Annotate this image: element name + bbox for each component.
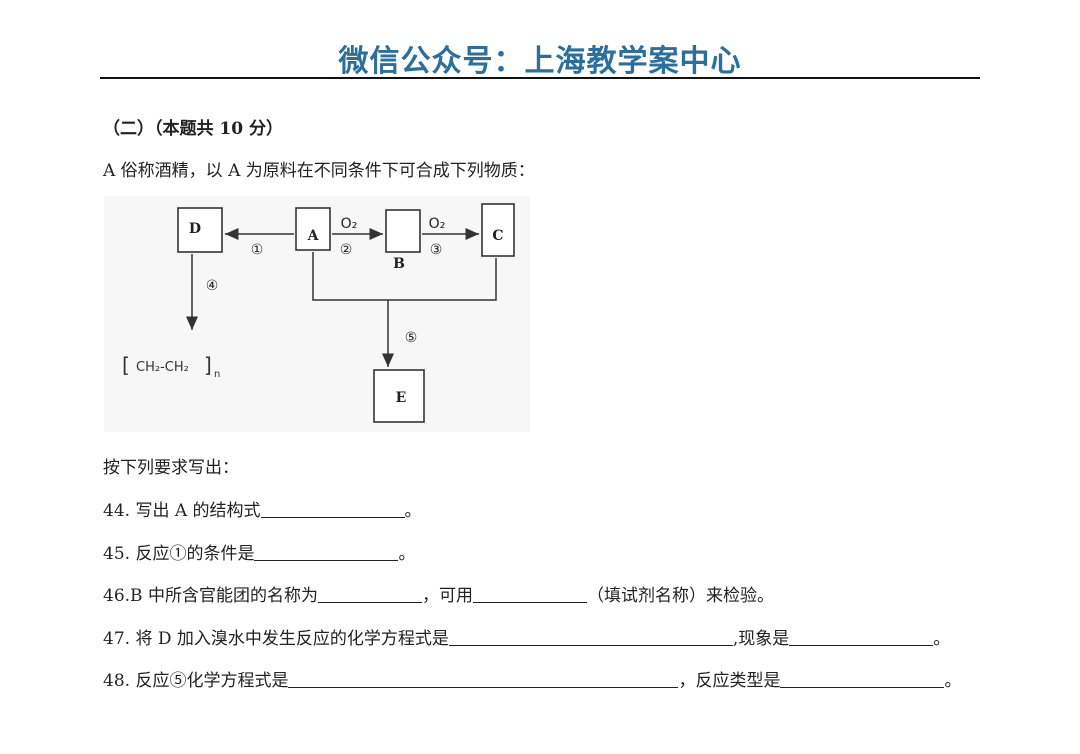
box-b (385, 209, 421, 253)
question-text: B 中所含官能团的名称为 (130, 586, 318, 606)
question-text-end: 。 (944, 671, 962, 691)
answer-blank-2[interactable] (789, 629, 934, 646)
question-text-end: 。 (933, 629, 951, 649)
box-d (177, 207, 223, 253)
answer-blank-1[interactable] (317, 586, 422, 603)
label-d: D (189, 221, 201, 237)
question-number: 44. (103, 501, 131, 521)
box-a (295, 207, 331, 251)
question-text-middle: ,现象是 (732, 629, 790, 649)
answer-blank-1[interactable] (288, 671, 679, 688)
polymer-subscript: n (214, 369, 220, 380)
header-divider (100, 77, 980, 79)
question-text-end: 。 (398, 544, 416, 564)
question-text-end: 。 (404, 501, 422, 521)
step-3: ③ (430, 242, 443, 258)
question-text-end: （填试剂名称）来检验。 (586, 586, 774, 606)
answer-blank-2[interactable] (472, 586, 587, 603)
question-number: 47. (103, 629, 131, 649)
label-e: E (396, 390, 407, 406)
label-b: B (393, 256, 405, 272)
instruction-text: 按下列要求写出： (103, 458, 239, 478)
box-e (373, 369, 425, 423)
reagent-o2-1: O₂ (341, 216, 358, 232)
question-46: 46.B 中所含官能团的名称为 ，可用 （填试剂名称）来检验。 (103, 581, 774, 606)
question-text-middle: ，可用 (421, 586, 473, 606)
polymer-right-bracket: ] (204, 353, 212, 377)
answer-blank-2[interactable] (780, 671, 945, 688)
answer-blank[interactable] (254, 544, 399, 561)
question-text: 写出 A 的结构式 (135, 501, 261, 521)
question-text: 反应⑤化学方程式是 (135, 671, 289, 691)
label-c: C (492, 228, 503, 244)
section-heading: （二）（本题共 10 分） (103, 119, 283, 139)
bracket-a-c (312, 252, 497, 301)
question-number: 46. (103, 586, 131, 606)
question-47: 47. 将 D 加入溴水中发生反应的化学方程式是 ,现象是 。 (103, 624, 950, 649)
question-text-middle: ，反应类型是 (678, 671, 781, 691)
question-number: 45. (103, 544, 131, 564)
reaction-diagram: D A B C E O₂ O₂ ① ② ③ ④ ⑤ [ CH₂-CH₂ ] n (104, 196, 530, 432)
question-text: 反应①的条件是 (135, 544, 255, 564)
step-4: ④ (206, 278, 219, 294)
question-44: 44. 写出 A 的结构式 。 (103, 496, 422, 521)
polymer-left-bracket: [ (122, 353, 130, 377)
step-5: ⑤ (405, 330, 418, 346)
page-header-title: 微信公众号：上海教学案中心 (338, 44, 742, 79)
question-45: 45. 反应①的条件是 。 (103, 539, 415, 564)
question-intro: A 俗称酒精，以 A 为原料在不同条件下可合成下列物质： (103, 161, 535, 181)
box-c (481, 203, 515, 257)
question-text: 将 D 加入溴水中发生反应的化学方程式是 (135, 629, 449, 649)
question-48: 48. 反应⑤化学方程式是 ，反应类型是 。 (103, 666, 961, 691)
answer-blank-1[interactable] (448, 629, 733, 646)
label-a: A (307, 228, 320, 244)
reagent-o2-2: O₂ (429, 216, 446, 232)
polymer-repeat-unit: CH₂-CH₂ (136, 360, 189, 375)
step-1: ① (251, 242, 264, 258)
answer-blank[interactable] (260, 501, 405, 518)
step-2: ② (340, 242, 353, 258)
question-number: 48. (103, 671, 131, 691)
